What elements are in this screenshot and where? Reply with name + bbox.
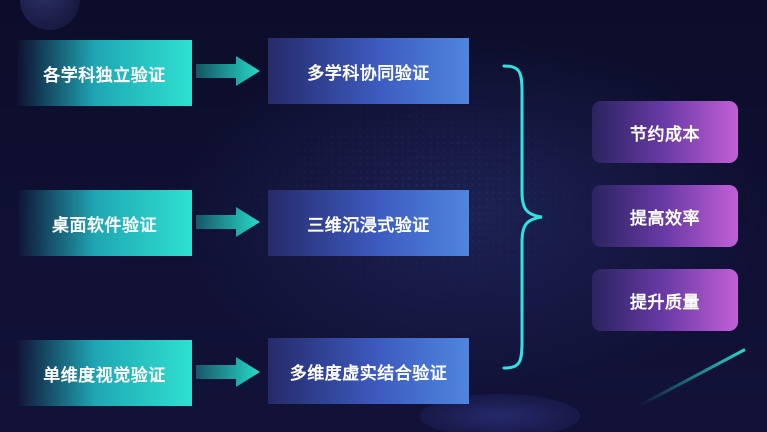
curly-brace-icon <box>502 64 543 370</box>
benefit-label-3: 提升质量 <box>630 292 700 313</box>
source-label-2: 桌面软件验证 <box>52 215 157 236</box>
arrow-right-icon <box>196 357 260 387</box>
arrow-right-icon <box>196 56 260 86</box>
source-box-3: 单维度视觉验证 <box>17 340 192 406</box>
source-label-1: 各学科独立验证 <box>43 65 166 86</box>
source-label-3: 单维度视觉验证 <box>43 365 166 386</box>
target-box-2: 三维沉浸式验证 <box>268 190 469 256</box>
target-label-2: 三维沉浸式验证 <box>307 215 430 236</box>
benefit-box-2: 提高效率 <box>592 185 738 247</box>
benefit-label-2: 提高效率 <box>630 208 700 229</box>
benefit-box-1: 节约成本 <box>592 101 738 163</box>
source-box-2: 桌面软件验证 <box>17 190 192 256</box>
benefit-box-3: 提升质量 <box>592 269 738 331</box>
source-box-1: 各学科独立验证 <box>17 40 192 106</box>
target-box-3: 多维度虚实结合验证 <box>268 338 469 404</box>
benefit-label-1: 节约成本 <box>630 124 700 145</box>
target-label-3: 多维度虚实结合验证 <box>289 363 448 384</box>
target-label-1: 多学科协同验证 <box>307 63 430 84</box>
target-box-1: 多学科协同验证 <box>268 38 469 104</box>
arrow-right-icon <box>196 207 260 237</box>
